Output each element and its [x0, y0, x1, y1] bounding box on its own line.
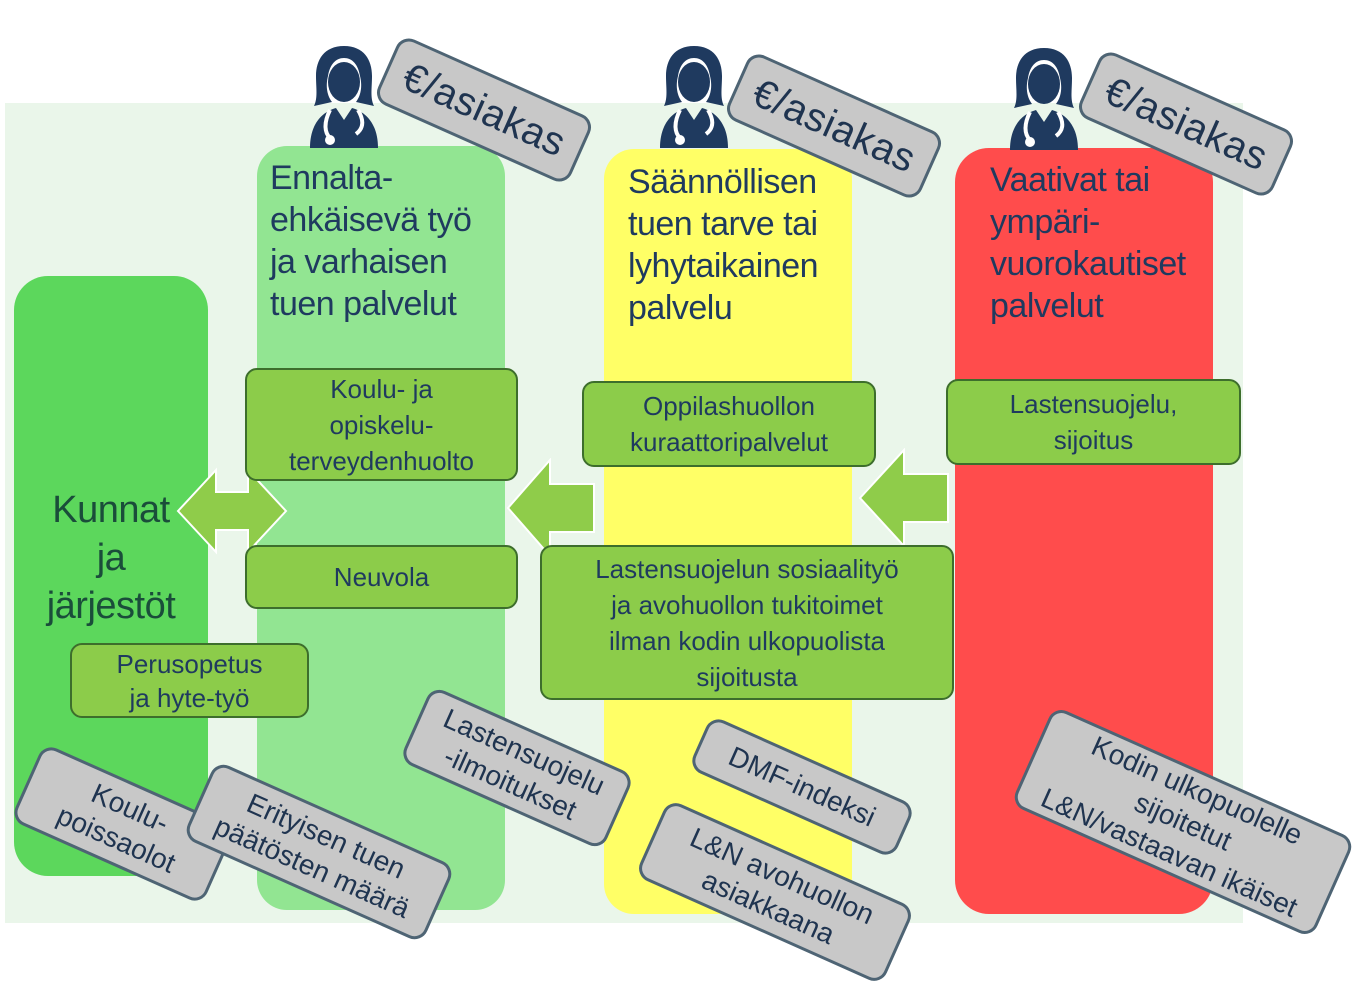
service-koulu-terveydenhuolto: Koulu- ja opiskelu- terveydenhuolto	[245, 368, 518, 481]
service-neuvola: Neuvola	[245, 545, 518, 609]
kunnat-title: Kunnat ja järjestöt	[46, 489, 176, 627]
double-arrow-icon	[176, 467, 288, 555]
doctor-icon	[1010, 48, 1078, 150]
doctor-icon	[310, 46, 378, 148]
doctor-icon	[660, 46, 728, 148]
left-arrow-icon	[858, 448, 949, 548]
service-oppilashuolto: Oppilashuollon kuraattoripalvelut	[582, 381, 876, 467]
service-lastensuojelu-sosiaalityo: Lastensuojelun sosiaalityö ja avohuollon…	[540, 545, 954, 700]
saannollinen-title: Säännöllisen tuen tarve tai lyhytaikaine…	[628, 163, 819, 327]
service-lastensuojelu-sijoitus: Lastensuojelu, sijoitus	[946, 379, 1241, 465]
left-arrow-icon	[506, 458, 595, 558]
service-perusopetus: Perusopetus ja hyte-työ	[70, 643, 309, 718]
vaativat-title: Vaativat tai ympäri- vuorokautiset palve…	[990, 161, 1186, 325]
ennalta-title: Ennalta- ehkäisevä työ ja varhaisen tuen…	[270, 159, 472, 323]
